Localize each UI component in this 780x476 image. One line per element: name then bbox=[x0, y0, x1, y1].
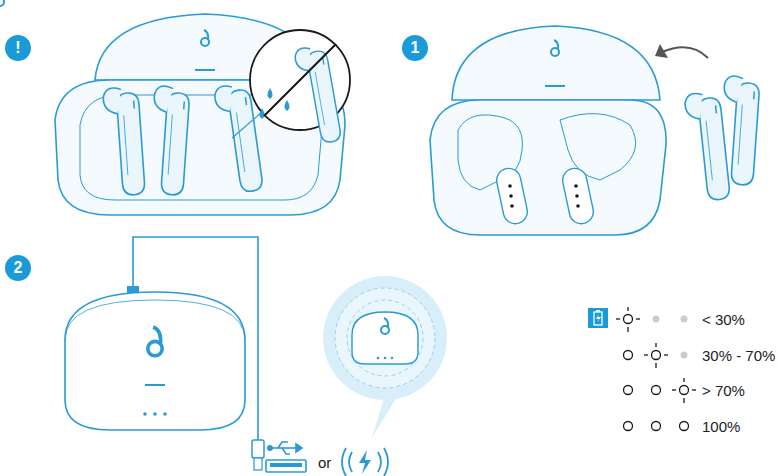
callout-number-text: ! bbox=[5, 35, 31, 61]
or-text: or bbox=[318, 455, 331, 470]
led-on bbox=[624, 422, 633, 431]
case-closed-charging bbox=[0, 0, 264, 470]
callout-number: 2 bbox=[5, 255, 31, 281]
wireless-pad-bubble bbox=[323, 276, 447, 438]
blink-ray bbox=[655, 343, 656, 347]
case-open-empty bbox=[430, 26, 760, 235]
callout-number-text: 1 bbox=[402, 35, 428, 61]
blink-ray bbox=[616, 318, 620, 319]
blink-ray bbox=[683, 398, 684, 403]
led-off bbox=[653, 316, 660, 323]
led-indicator-grid bbox=[616, 307, 696, 431]
led-on bbox=[652, 386, 661, 395]
blink-ray bbox=[692, 389, 696, 390]
led-off bbox=[681, 352, 688, 359]
blink-ray bbox=[636, 318, 640, 319]
led-on bbox=[624, 351, 633, 360]
wireless-charge-icon bbox=[342, 448, 388, 476]
blink-ray bbox=[627, 307, 628, 311]
led-blinking bbox=[652, 351, 661, 360]
callout-number-text: 2 bbox=[5, 255, 31, 281]
led-blinking bbox=[680, 386, 689, 395]
blink-ray bbox=[672, 389, 676, 390]
blink-ray bbox=[664, 354, 668, 355]
callout-number: 1 bbox=[402, 35, 428, 61]
charge-level: 30% - 70% bbox=[702, 348, 775, 363]
led-off bbox=[681, 316, 688, 323]
blink-ray bbox=[655, 363, 656, 368]
charge-level: < 30% bbox=[702, 312, 745, 327]
blink-ray bbox=[683, 378, 684, 382]
battery-icon bbox=[588, 308, 608, 328]
led-on bbox=[652, 422, 661, 431]
charge-level: > 70% bbox=[702, 383, 745, 398]
blink-ray bbox=[644, 354, 648, 355]
callout-number: ! bbox=[5, 35, 31, 61]
led-on bbox=[680, 422, 689, 431]
case-open-with-buds bbox=[55, 14, 350, 215]
blink-ray bbox=[627, 327, 628, 332]
led-blinking bbox=[624, 315, 633, 324]
usb-icon bbox=[266, 442, 306, 472]
charge-level: 100% bbox=[702, 419, 740, 434]
led-on bbox=[624, 386, 633, 395]
